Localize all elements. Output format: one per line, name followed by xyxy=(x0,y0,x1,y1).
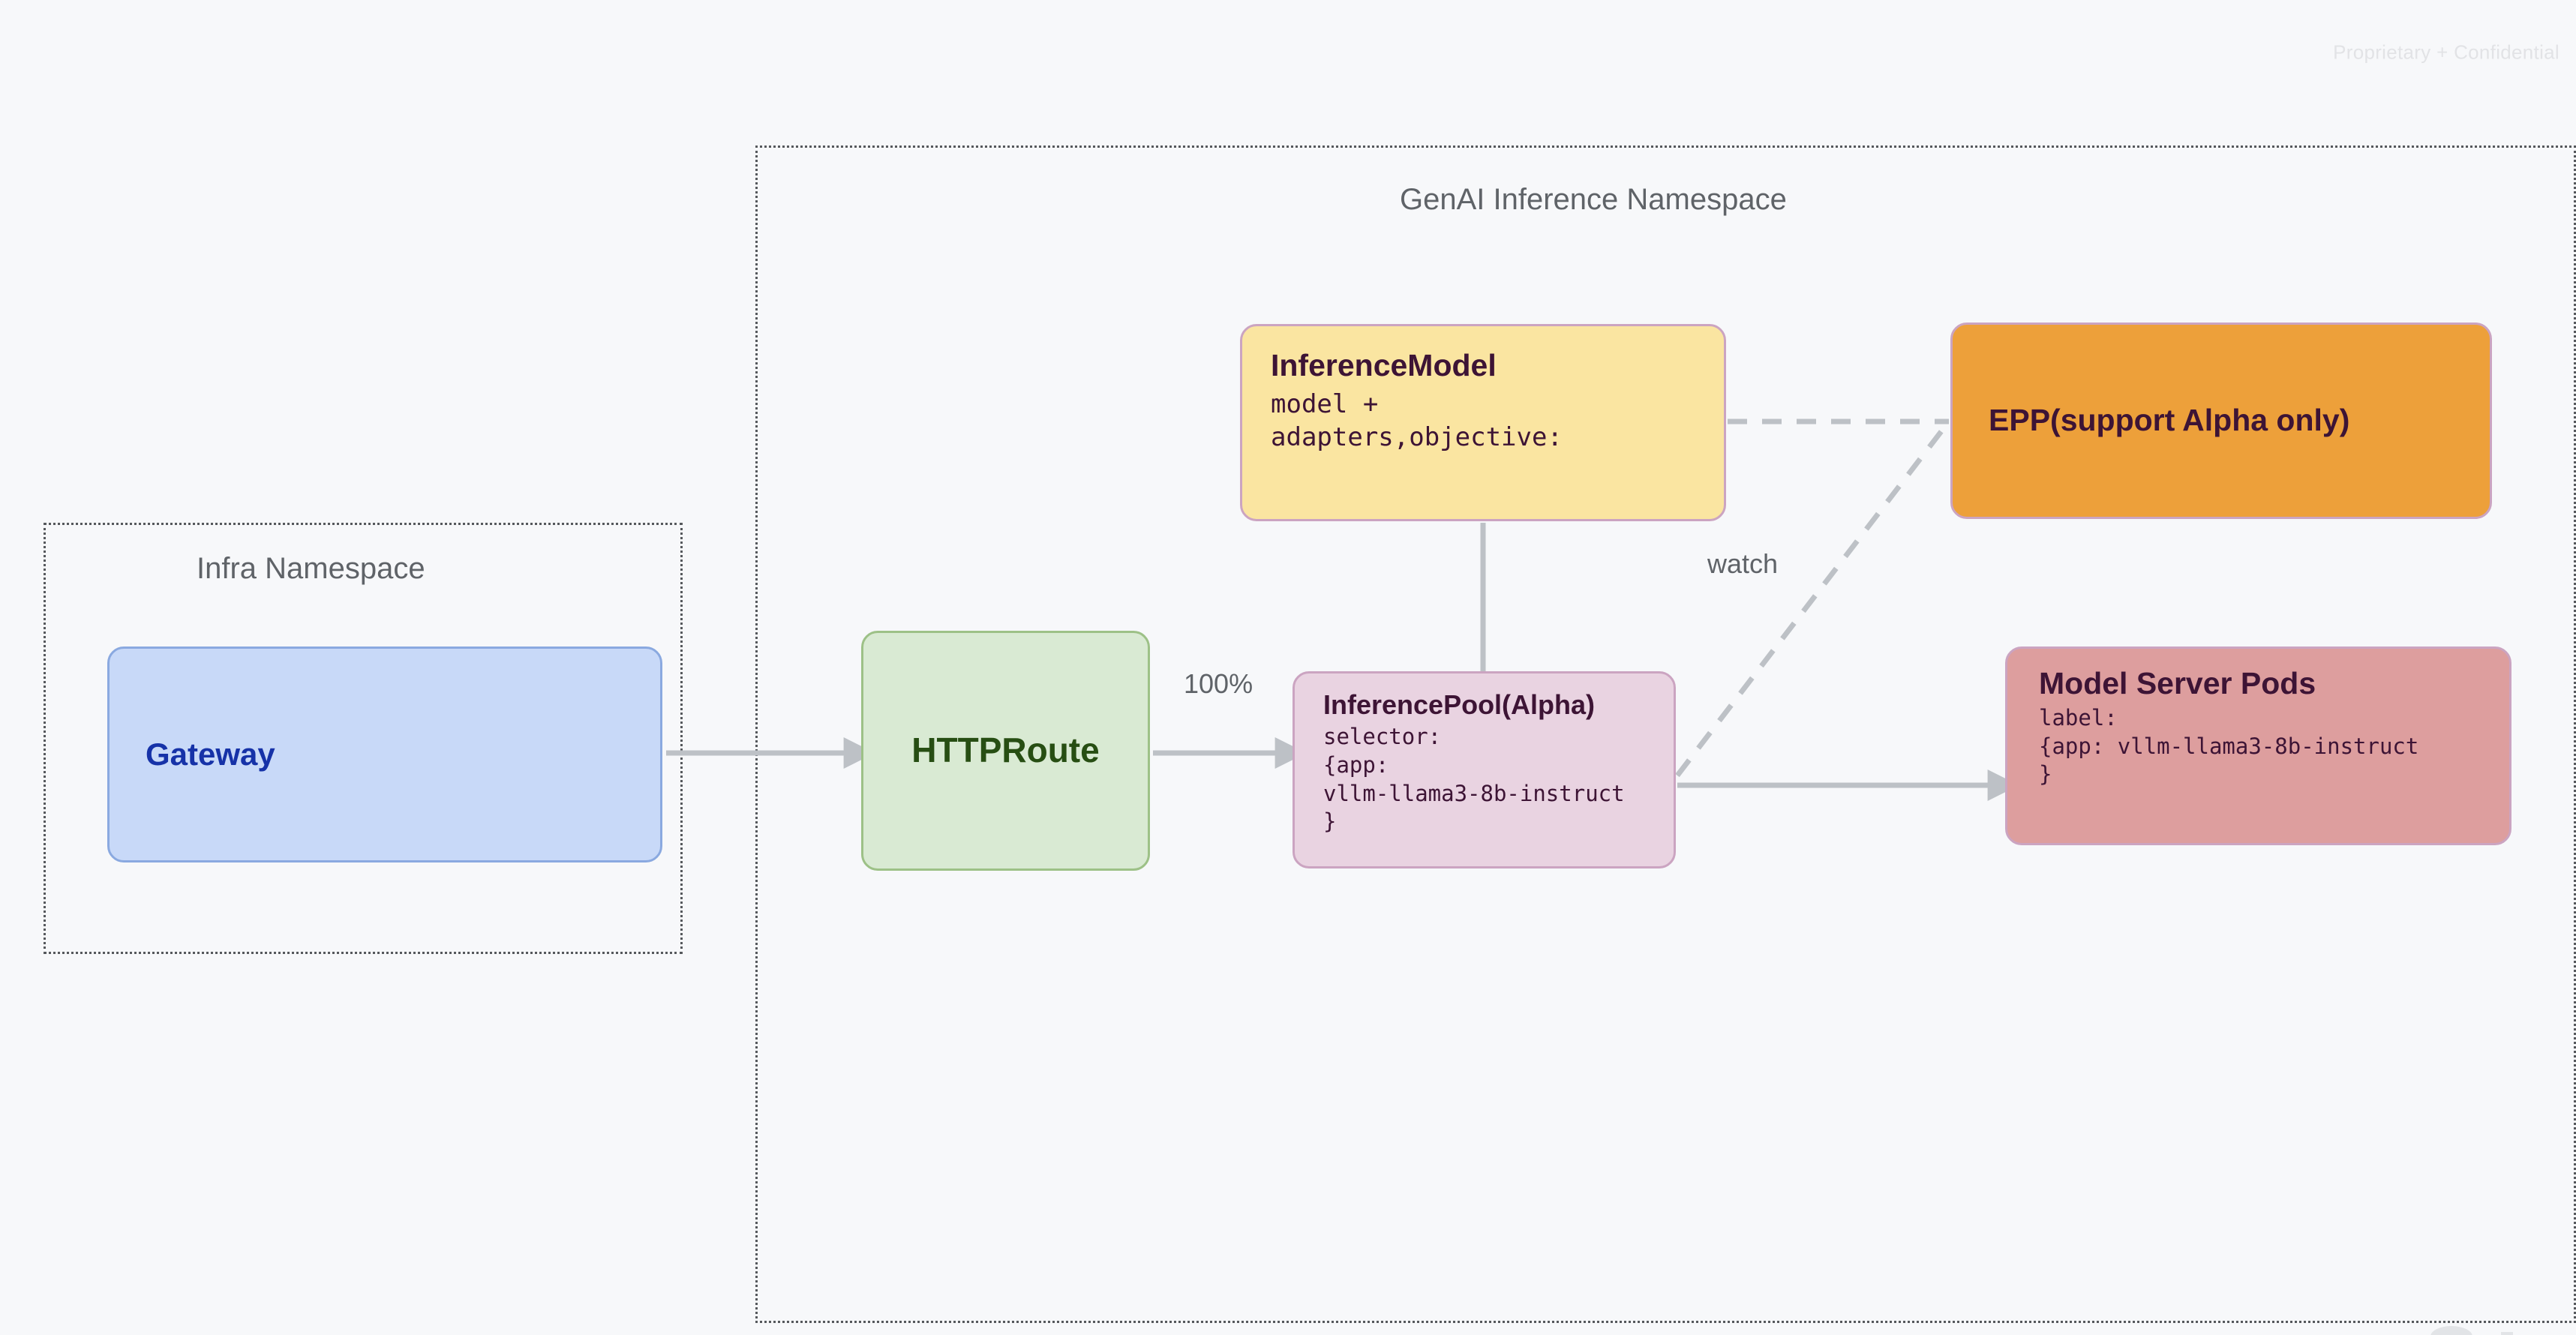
node-inference-model[interactable]: InferenceModel model + adapters,objectiv… xyxy=(1240,324,1726,521)
inference-pool-line-1: selector: xyxy=(1323,724,1442,750)
model-server-pods-title: Model Server Pods xyxy=(2039,666,2316,700)
inference-model-title: InferenceModel xyxy=(1271,348,1497,382)
cropped-brand-mark xyxy=(2430,1326,2513,1335)
inference-model-line-1: model + xyxy=(1271,388,1379,419)
epp-title: EPP(support Alpha only) xyxy=(1989,403,2350,438)
model-server-pods-line-3: } xyxy=(2039,761,2052,788)
edge-label-watch: watch xyxy=(1707,548,1779,579)
node-inference-pool[interactable]: InferencePool(Alpha) selector: {app: vll… xyxy=(1293,671,1676,868)
node-httproute[interactable]: HTTPRoute xyxy=(861,631,1150,871)
genai-namespace-container xyxy=(755,146,2576,1323)
inference-pool-line-3: vllm-llama3-8b-instruct xyxy=(1323,780,1625,806)
infra-namespace-title: Infra Namespace xyxy=(197,552,425,585)
inference-model-line-2: adapters,objective: xyxy=(1271,422,1563,453)
node-gateway[interactable]: Gateway xyxy=(107,646,662,862)
model-server-pods-line-1: label: xyxy=(2039,704,2118,730)
node-epp[interactable]: EPP(support Alpha only) xyxy=(1950,322,2492,519)
httproute-title: HTTPRoute xyxy=(911,730,1100,770)
inference-pool-line-2: {app: xyxy=(1323,752,1389,778)
edge-label-percent: 100% xyxy=(1184,668,1253,699)
node-model-server-pods[interactable]: Model Server Pods label: {app: vllm-llam… xyxy=(2005,646,2511,845)
confidentiality-watermark: Proprietary + Confidential xyxy=(2333,40,2559,64)
gateway-title: Gateway xyxy=(146,736,275,772)
model-server-pods-line-2: {app: vllm-llama3-8b-instruct xyxy=(2039,733,2419,759)
inference-pool-title: InferencePool(Alpha) xyxy=(1323,689,1596,720)
genai-namespace-title: GenAI Inference Namespace xyxy=(1400,183,1787,216)
infra-namespace-container xyxy=(44,523,683,954)
inference-pool-line-4: } xyxy=(1323,808,1337,835)
